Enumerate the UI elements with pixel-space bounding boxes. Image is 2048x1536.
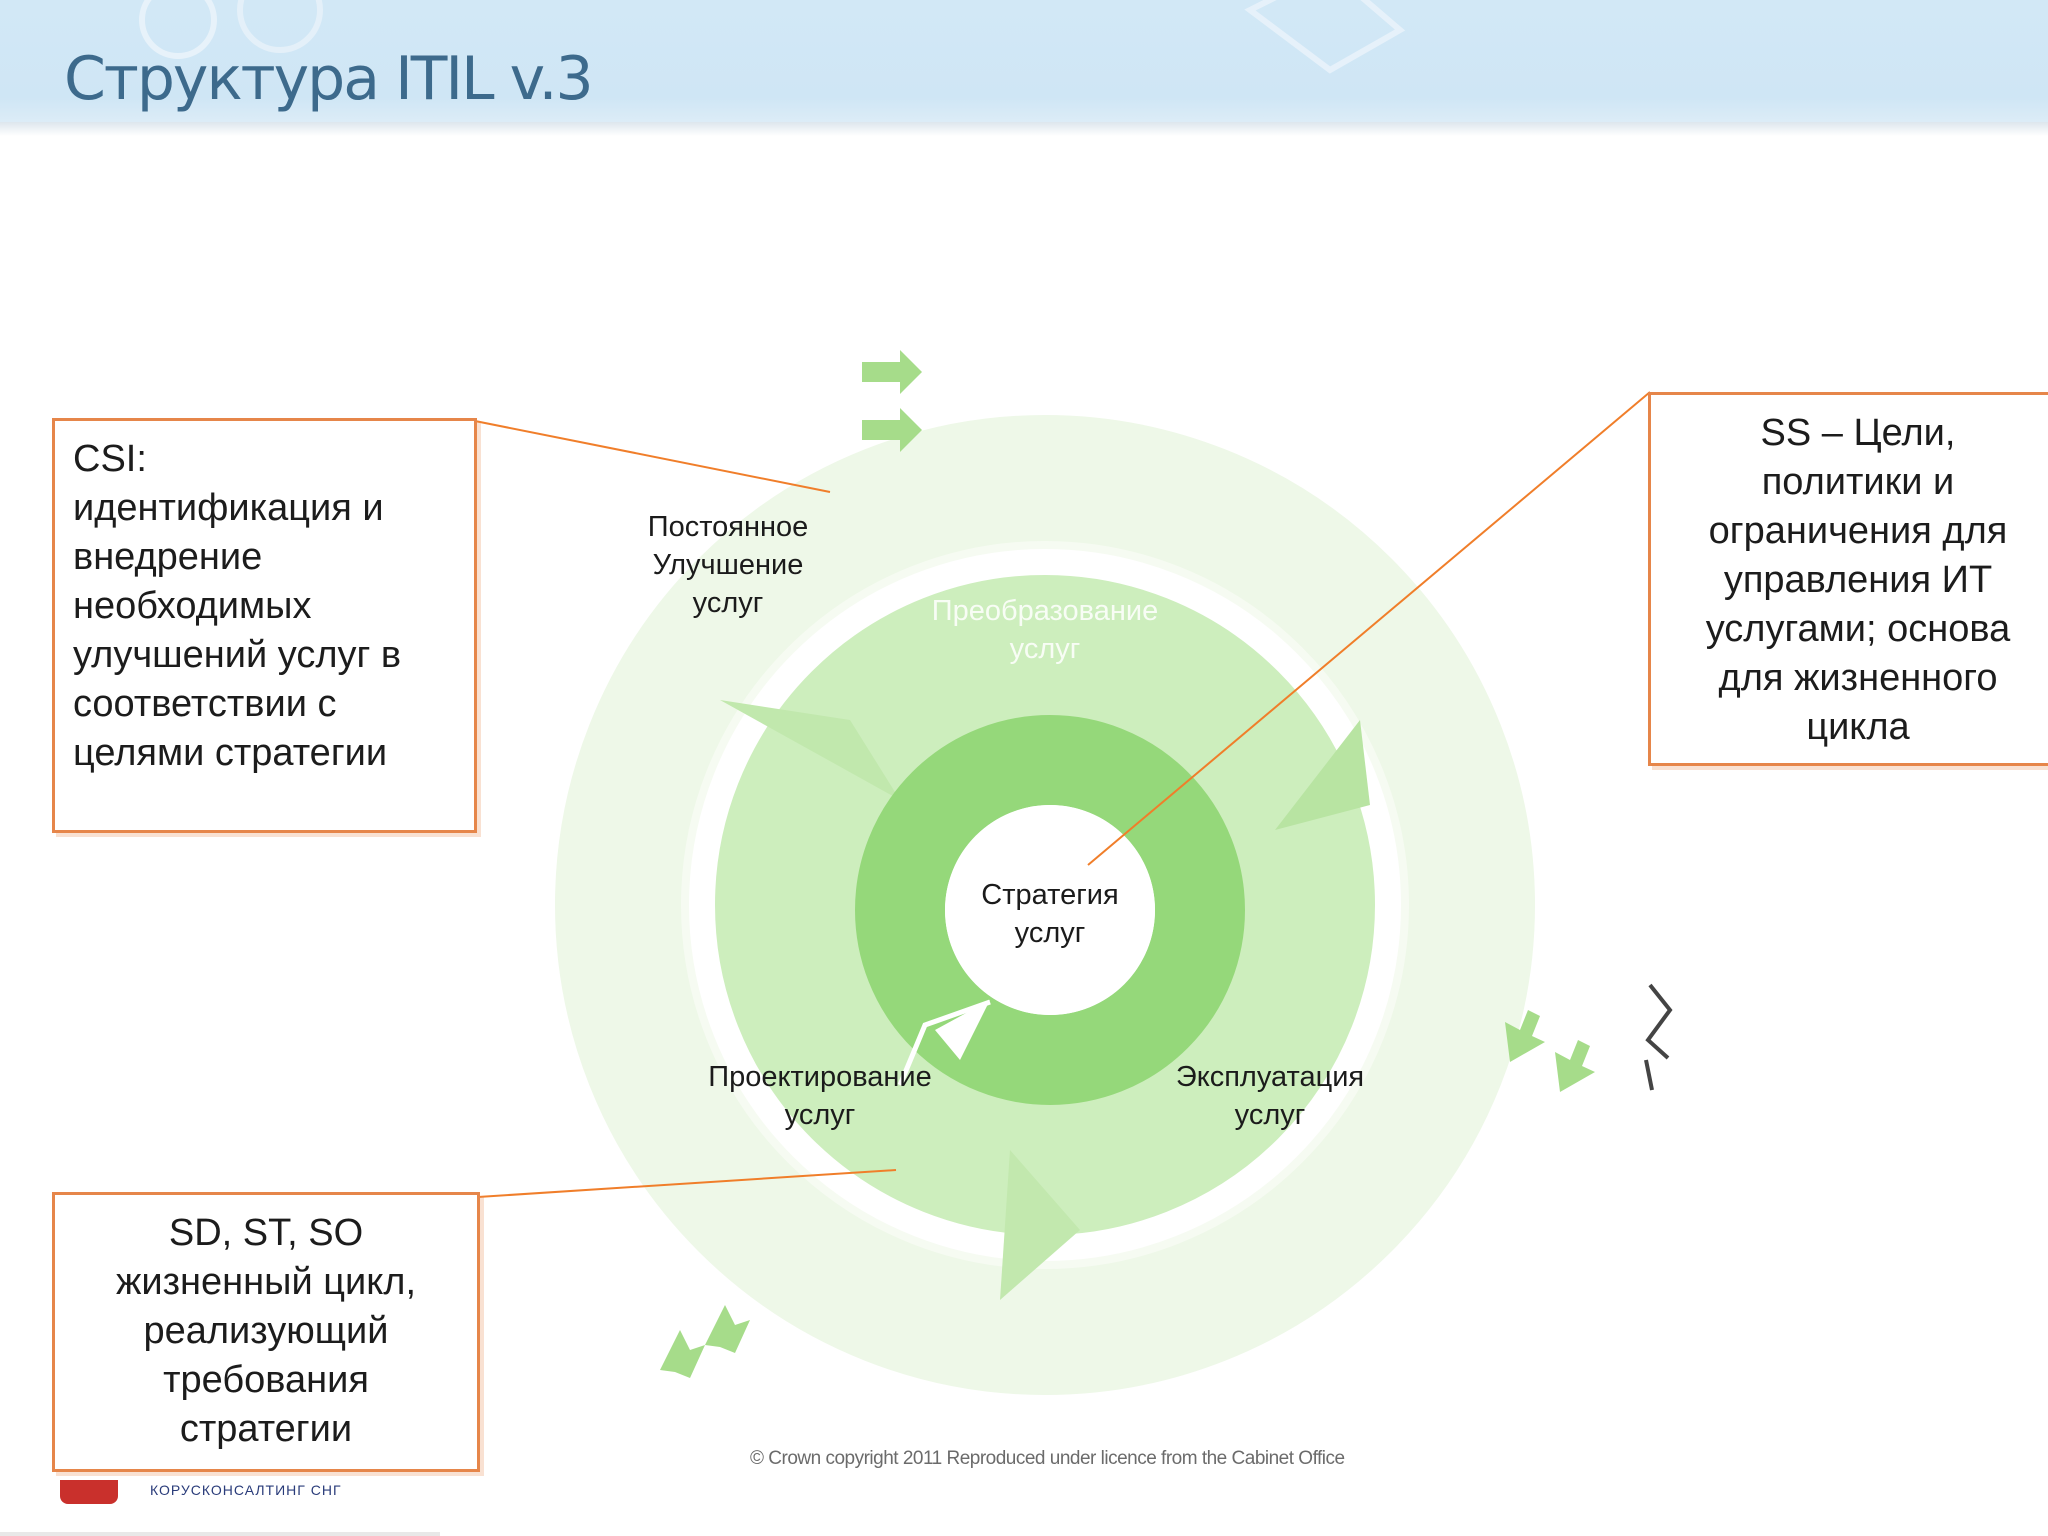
outer-ring-arrows [660,350,1595,1378]
copyright-note: © Crown copyright 2011 Reproduced under … [750,1448,1345,1469]
inner-ring-notch [897,999,991,1086]
csi-leader-line [469,419,831,493]
middle-ring [715,575,1375,1235]
page-title: Структура ITIL v.3 [64,44,594,114]
outer-ring [555,415,1535,1395]
inner-ring-arrow [935,1000,990,1060]
transition-label: Преобразование услуг [931,595,1159,665]
header-bar: Структура ITIL v.3 [0,0,2048,122]
header-shadow [0,122,2048,136]
logo-mark-icon [60,1480,118,1504]
bottom-divider [0,1532,440,1536]
csi-callout: CSI: идентификация и внедрение необходим… [52,418,477,833]
design-arrow [720,700,900,800]
csi-callout-text: CSI: идентификация и внедрение необходим… [73,438,402,774]
company-logo: КОРУСКОНСАЛТИНГ СНГ [60,1480,360,1520]
sd-leader-line [477,1169,897,1198]
scribble-mark [1644,983,1673,1091]
ss-callout: SS – Цели, политики и ограничения для уп… [1648,392,2048,766]
strategy-label: Стратегия услуг [981,879,1119,949]
logo-text: КОРУСКОНСАЛТИНГ СНГ [150,1482,342,1498]
decorative-doodles [139,0,1406,74]
design-label: Проектирование услуг [708,1061,932,1131]
transition-arrow [1275,720,1370,830]
operation-label: Эксплуатация услуг [1175,1061,1365,1131]
center-hub [945,805,1155,1015]
ss-leader-line [1087,391,1651,866]
sd-callout-text: SD, ST, SO жизненный цикл, реализующий т… [115,1212,417,1450]
operation-arrow [1000,1150,1080,1300]
continual-improvement-label: Постоянное Улучшение услуг [647,511,809,619]
sd-callout: SD, ST, SO жизненный цикл, реализующий т… [52,1192,480,1472]
ss-callout-text: SS – Цели, политики и ограничения для уп… [1705,412,2011,748]
inner-ring [855,715,1245,1105]
outer-ring-highlight [681,541,1409,1269]
